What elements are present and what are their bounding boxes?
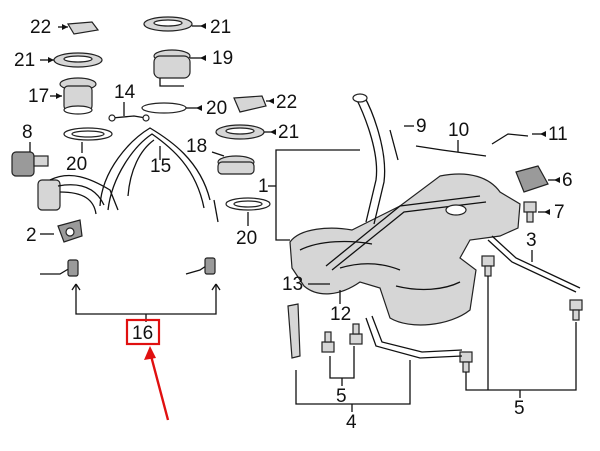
part-4-strap-lower xyxy=(365,315,463,359)
callout-8: 8 xyxy=(22,122,33,143)
callout-9: 9 xyxy=(416,116,427,137)
callout-6: 6 xyxy=(562,170,573,191)
part-18-sender xyxy=(217,155,255,175)
part-20-seal-left xyxy=(63,127,113,141)
callout-15: 15 xyxy=(150,156,171,177)
callout-2: 2 xyxy=(26,225,37,246)
callout-1: 1 xyxy=(258,176,269,197)
callout-13: 13 xyxy=(282,274,303,295)
part-5-bolt-b xyxy=(569,299,583,321)
part-22-cap xyxy=(233,95,267,113)
part-3-strap-right xyxy=(487,235,581,293)
part-20-seal-low xyxy=(225,197,271,211)
part-sending-unit xyxy=(37,174,119,215)
part-12-plate xyxy=(287,303,301,359)
callout-21a: 21 xyxy=(14,50,35,71)
part-22-seal xyxy=(66,21,100,35)
callout-12: 12 xyxy=(330,304,351,325)
part-1-fuel-tank xyxy=(289,173,521,326)
part-5-bolt-d xyxy=(321,331,335,353)
part-11-clip xyxy=(491,133,529,145)
leader-arrowheads xyxy=(48,23,560,215)
part-5-bolt-e xyxy=(349,323,363,345)
callout-20a: 20 xyxy=(206,98,227,119)
part-10-hose xyxy=(415,145,487,157)
part-2-clip xyxy=(57,219,83,243)
callout-20c: 20 xyxy=(236,228,257,249)
part-21-lock-ring xyxy=(53,52,103,68)
part-15-harness xyxy=(99,127,219,223)
callout-21b: 21 xyxy=(210,17,231,38)
callout-10: 10 xyxy=(448,120,469,141)
part-16-left-sensor xyxy=(40,259,79,277)
callout-5a: 5 xyxy=(336,386,347,407)
part-5-bolt-a xyxy=(481,255,495,277)
callout-19: 19 xyxy=(212,48,233,69)
part-14-line xyxy=(108,114,150,122)
callout-17: 17 xyxy=(28,86,49,107)
part-7-bolt xyxy=(523,201,537,223)
callout-16: 16 xyxy=(132,323,153,344)
highlight-box xyxy=(125,318,161,346)
red-arrow xyxy=(144,346,170,421)
part-9-filler-neck xyxy=(352,93,399,225)
callout-14: 14 xyxy=(114,82,136,103)
callout-11: 11 xyxy=(548,124,568,145)
part-17-pump-module xyxy=(59,77,97,115)
part-19-filter xyxy=(153,49,191,87)
part-16-right-sensor xyxy=(185,257,216,275)
callout-5b: 5 xyxy=(514,398,525,419)
part-20-seal-mid xyxy=(141,102,187,114)
callout-20b: 20 xyxy=(66,154,87,175)
callout-22b: 22 xyxy=(276,92,297,113)
callout-3: 3 xyxy=(526,230,537,251)
part-5-bolt-c xyxy=(459,351,473,373)
part-21-top-ring xyxy=(143,16,193,32)
callout-22a: 22 xyxy=(30,17,51,38)
part-21-ring-mid xyxy=(215,124,265,140)
part-8-sensor xyxy=(11,151,49,177)
part-6-bracket xyxy=(515,165,549,193)
callout-4: 4 xyxy=(346,412,357,433)
callout-21c: 21 xyxy=(278,122,299,143)
callout-18: 18 xyxy=(186,136,207,157)
callout-7: 7 xyxy=(554,202,565,223)
